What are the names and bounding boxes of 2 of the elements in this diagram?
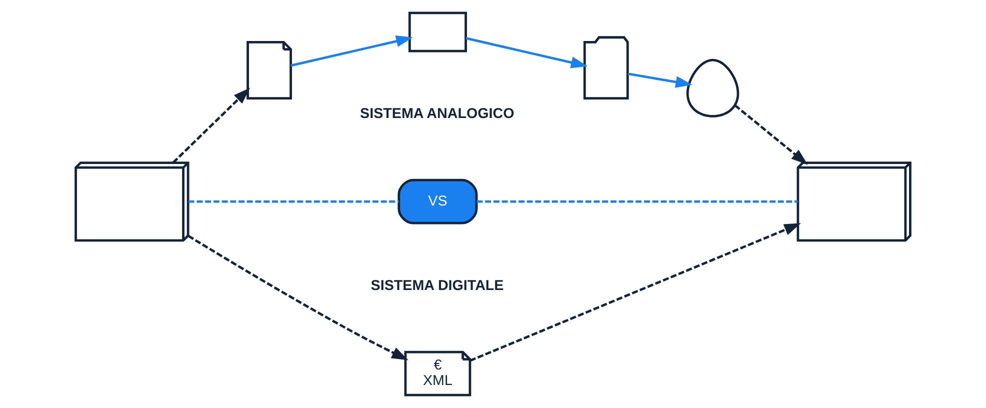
label: SISTEMA ANALOGICO [360, 106, 514, 122]
label: SISTEMA DIGITALE [370, 278, 504, 294]
